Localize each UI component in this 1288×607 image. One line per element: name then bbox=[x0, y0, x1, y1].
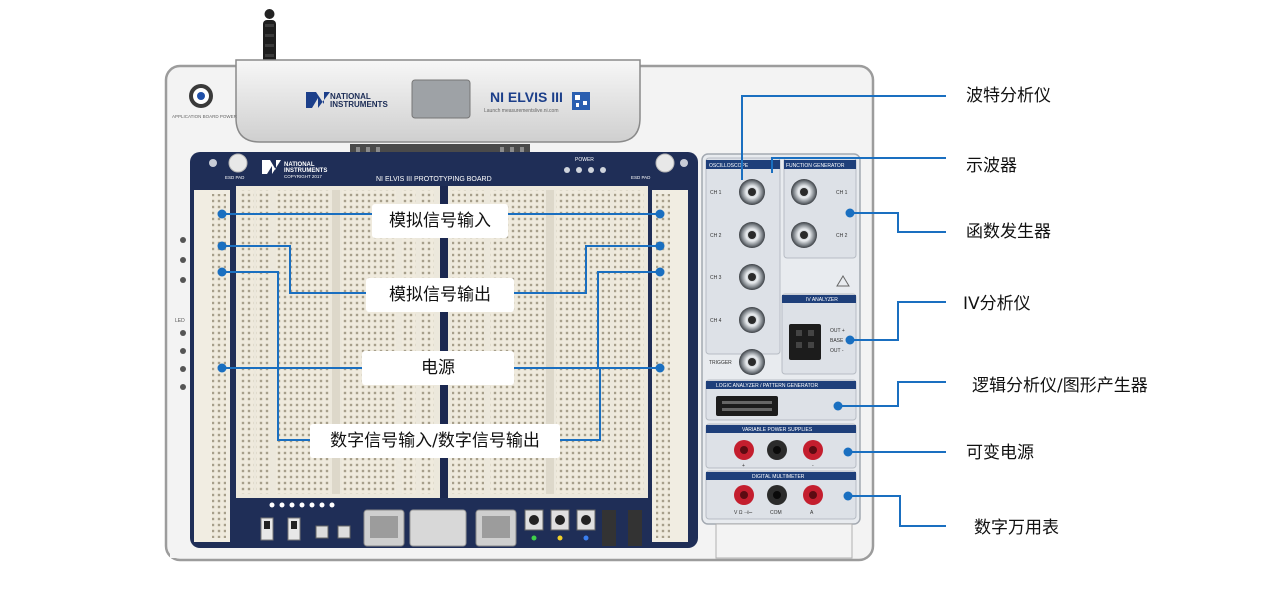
vps-header: VARIABLE POWER SUPPLIES bbox=[742, 427, 813, 433]
callout-logic-analyzer: 逻辑分析仪/图形产生器 bbox=[972, 376, 1148, 396]
vps-minus: - bbox=[812, 463, 814, 469]
logic-connector[interactable] bbox=[716, 396, 778, 416]
led-label: LED bbox=[175, 318, 185, 324]
osc-header: OSCILLOSCOPE bbox=[709, 163, 749, 169]
board-leader-lines bbox=[222, 213, 660, 441]
led-indicators bbox=[180, 237, 186, 390]
model-name: NI ELVIS III bbox=[490, 89, 563, 105]
fgen-ch1-label: CH 1 bbox=[836, 190, 848, 196]
bnc-connectors[interactable] bbox=[739, 179, 817, 375]
label-analog-output: 模拟信号输出 bbox=[366, 278, 514, 312]
callout-bode-analyzer: 波特分析仪 bbox=[966, 86, 1051, 106]
fgen-ch2-label: CH 2 bbox=[836, 233, 848, 239]
callout-oscilloscope: 示波器 bbox=[966, 156, 1017, 176]
iv-header: IV ANALYZER bbox=[806, 297, 838, 303]
label-power: 电源 bbox=[362, 351, 514, 385]
banana-jacks[interactable] bbox=[734, 440, 823, 505]
application-power-button[interactable] bbox=[189, 84, 213, 108]
brand-line2: INSTRUMENTS bbox=[330, 100, 388, 109]
board-brand-line1: NATIONAL bbox=[284, 162, 315, 168]
iv-out-minus: OUT - bbox=[830, 348, 844, 354]
power-label: POWER bbox=[575, 157, 594, 163]
callout-iv-analyzer: IV分析仪 bbox=[963, 294, 1031, 314]
antenna-icon bbox=[263, 9, 276, 72]
osc-ch4-label: CH 4 bbox=[710, 318, 722, 324]
model-sub: Launch measurementslive.ni.com bbox=[484, 108, 558, 114]
osc-ch2-label: CH 2 bbox=[710, 233, 722, 239]
warning-icon bbox=[836, 275, 850, 287]
iv-base: BASE bbox=[830, 338, 844, 344]
board-brand-line2: INSTRUMENTS bbox=[284, 168, 327, 174]
callout-variable-power: 可变电源 bbox=[966, 443, 1034, 463]
panel-leader-lines bbox=[741, 95, 946, 527]
osc-ch3-label: CH 3 bbox=[710, 275, 722, 281]
label-digital-io: 数字信号输入/数字信号输出 bbox=[310, 424, 560, 458]
bottom-controls bbox=[236, 498, 648, 547]
board-title: NI ELVIS III PROTOTYPING BOARD bbox=[376, 176, 492, 183]
label-analog-input: 模拟信号输入 bbox=[372, 204, 508, 238]
board-copyright: COPYRIGHT 2017 bbox=[284, 174, 322, 179]
osc-ch1-label: CH 1 bbox=[710, 190, 722, 196]
esd-pad-right: ESD PAD bbox=[631, 175, 651, 180]
dmm-com: COM bbox=[770, 510, 782, 516]
button-1[interactable] bbox=[337, 525, 351, 539]
brand-line1: NATIONAL bbox=[330, 92, 371, 101]
esd-pad-left: ESD PAD bbox=[225, 175, 245, 180]
callout-digital-multimeter: 数字万用表 bbox=[974, 518, 1059, 538]
ni-logo-icon bbox=[306, 92, 330, 108]
dmm-header: DIGITAL MULTIMETER bbox=[752, 474, 805, 480]
power-leds bbox=[564, 167, 606, 173]
top-display-module bbox=[235, 59, 641, 143]
logic-header: LOGIC ANALYZER / PATTERN GENERATOR bbox=[716, 383, 818, 389]
dmm-vohm: V Ω ⊣⊢ bbox=[734, 509, 753, 516]
button-0[interactable] bbox=[315, 525, 329, 539]
app-power-label: APPLICATION BOARD POWER bbox=[172, 114, 238, 119]
iv-out-plus: OUT + bbox=[830, 328, 845, 334]
iv-socket[interactable] bbox=[789, 324, 821, 360]
board-ni-logo-icon bbox=[262, 160, 281, 174]
trigger-label: TRIGGER bbox=[709, 360, 732, 366]
dmm-amp: A bbox=[810, 510, 814, 516]
vps-plus: + bbox=[742, 463, 745, 469]
fgen-header: FUNCTION GENERATOR bbox=[786, 163, 845, 169]
callout-function-generator: 函数发生器 bbox=[966, 222, 1051, 242]
